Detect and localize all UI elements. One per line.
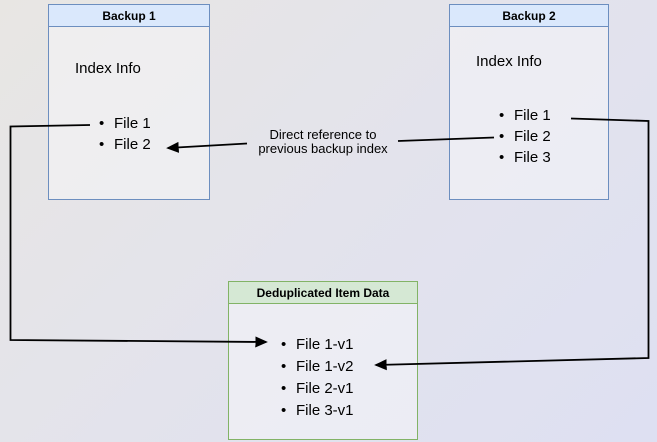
dedup-header: Deduplicated Item Data: [229, 282, 417, 304]
backup1-file-item: File 2: [99, 134, 151, 155]
backup2-file-list: File 1 File 2 File 3: [499, 105, 551, 168]
backup2-header: Backup 2: [450, 5, 608, 27]
backup2-box: Backup 2 Index Info File 1 File 2 File 3: [449, 4, 609, 200]
backup1-title: Backup 1: [102, 8, 156, 23]
annotation-line-1: Direct reference to: [269, 127, 377, 142]
dedup-file-item: File 1-v1: [281, 334, 354, 356]
dedup-file-item: File 2-v1: [281, 378, 354, 400]
backup2-file-item: File 2: [499, 126, 551, 147]
backup1-box: Backup 1 Index Info File 1 File 2: [48, 4, 210, 200]
backup1-file-item: File 1: [99, 113, 151, 134]
dedup-box: Deduplicated Item Data File 1-v1 File 1-…: [228, 281, 418, 440]
backup2-file-item: File 1: [499, 105, 551, 126]
dedup-file-item: File 1-v2: [281, 356, 354, 378]
backup1-file-list: File 1 File 2: [99, 113, 151, 155]
backup1-header: Backup 1: [49, 5, 209, 27]
backup2-file-item: File 3: [499, 147, 551, 168]
direct-reference-annotation: Direct reference to previous backup inde…: [230, 128, 416, 156]
annotation-line-2: previous backup index: [258, 141, 388, 156]
dedup-title: Deduplicated Item Data: [256, 285, 390, 300]
dedup-file-item: File 3-v1: [281, 400, 354, 422]
backup2-title: Backup 2: [502, 8, 556, 23]
backup2-index-info-label: Index Info: [476, 53, 542, 70]
dedup-file-list: File 1-v1 File 1-v2 File 2-v1 File 3-v1: [281, 334, 354, 422]
backup1-index-info-label: Index Info: [75, 60, 141, 77]
